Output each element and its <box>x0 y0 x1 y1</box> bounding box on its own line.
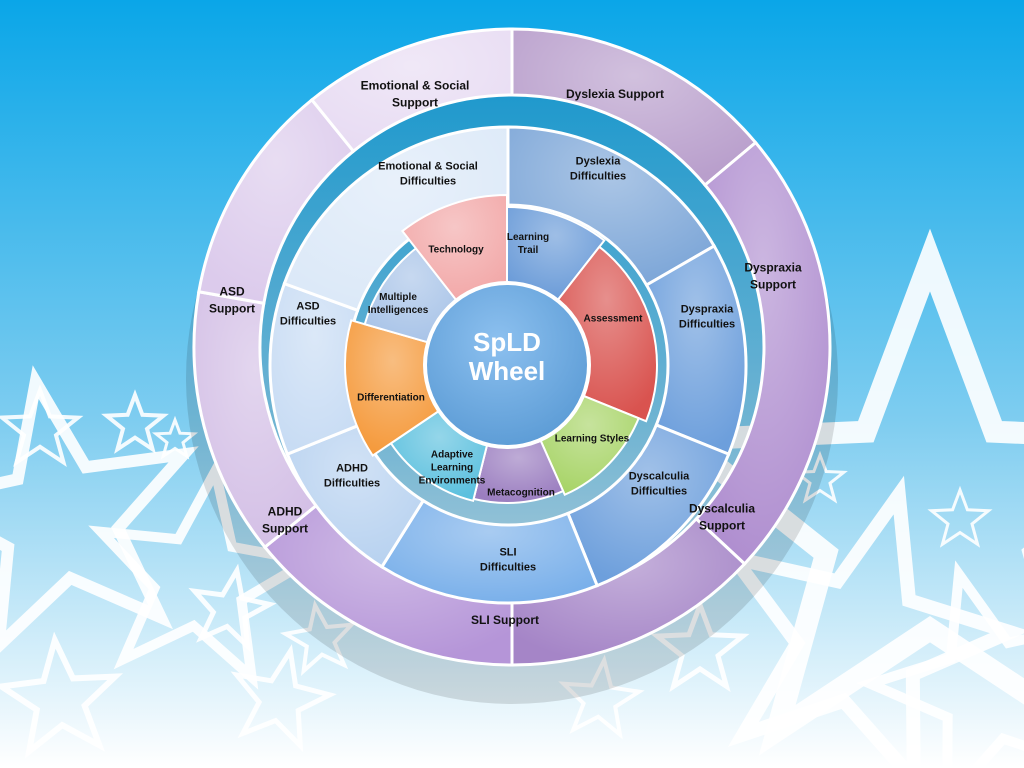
middle-segment-emotional-social-difficulties-label-line-1: Emotional & Social <box>378 160 478 172</box>
middle-segment-dyslexia-difficulties-label-line-2: Difficulties <box>570 170 626 182</box>
middle-segment-adhd-difficulties-label-line-2: Difficulties <box>324 477 380 489</box>
outer-segment-emotional-social-support-label-line-1: Emotional & Social <box>361 79 470 93</box>
wheel-labels: Dyslexia SupportDyspraxiaSupportDyscalcu… <box>209 79 802 628</box>
inner-segment-adaptive-learning-environments-label-line-1: Adaptive <box>431 450 474 461</box>
inner-segment-assessment-gloss <box>556 246 657 422</box>
star-outline-icon <box>558 654 645 740</box>
outer-segment-dyslexia-support-gloss <box>512 29 756 186</box>
outer-segment-sli-support-label-line-1: SLI Support <box>471 613 539 627</box>
outer-segment-asd-support-gloss <box>198 99 354 304</box>
middle-segment-asd-difficulties-gloss <box>270 283 360 455</box>
outer-segment-adhd-support-label-line-2: Support <box>262 522 308 536</box>
outer-segment-emotional-social-support-gloss <box>311 28 512 152</box>
inner-segment-metacognition-label-line-1: Metacognition <box>487 488 555 499</box>
outer-segment-dyscalculia-support-gloss <box>512 518 745 665</box>
outer-segment-emotional-social-support-label-line-2: Support <box>392 96 438 110</box>
star-outline-icon <box>151 415 199 460</box>
inner-segment-assessment-label-line-1: Assessment <box>584 314 644 325</box>
star-outline-icon <box>279 599 357 676</box>
star-outline-icon <box>650 597 750 693</box>
middle-segment-adhd-difficulties-gloss <box>287 424 424 567</box>
inner-segment-multiple-intelligences-gloss <box>364 248 458 343</box>
outer-segment-adhd-support-gloss <box>193 291 317 548</box>
star-outline-icon <box>0 384 84 468</box>
star-outline-icon <box>652 228 1024 756</box>
center-title-line-1: SpLD <box>473 327 541 357</box>
outer-segment-dyscalculia-support-label-line-2: Support <box>699 519 745 533</box>
middle-segment-sli-difficulties-label-line-2: Difficulties <box>480 561 536 573</box>
middle-segment-dyscalculia-difficulties-gloss <box>567 424 729 586</box>
inner-segment-technology-gloss <box>402 195 507 302</box>
middle-ring <box>268 125 748 605</box>
star-outline-icon <box>101 389 169 454</box>
outer-segment-sli-support-gloss <box>264 505 512 665</box>
outer-segment-dyspraxia-support-gloss <box>696 142 830 564</box>
middle-segment-dyspraxia-difficulties-label-line-1: Dyspraxia <box>681 303 734 315</box>
outer-segment-dyscalculia-support-label-line-1: Dyscalculia <box>689 502 755 516</box>
inner-segment-learning-styles-label-line-1: Learning Styles <box>555 434 630 445</box>
center-title-line-2: Wheel <box>469 356 546 386</box>
inner-ring <box>344 193 658 504</box>
middle-segment-emotional-social-difficulties-gloss <box>284 127 508 311</box>
middle-segment-adhd-difficulties-label-line-1: ADHD <box>336 462 368 474</box>
outer-segment-dyslexia-support-label-line-1: Dyslexia Support <box>566 87 664 101</box>
middle-segment-asd-difficulties-label-line-2: Difficulties <box>280 315 336 327</box>
middle-segment-emotional-social-difficulties-label-line-2: Difficulties <box>400 175 456 187</box>
star-outline-icon <box>855 560 1024 768</box>
inner-segment-multiple-intelligences-label-line-1: Multiple <box>379 292 417 303</box>
middle-segment-dyscalculia-difficulties-label-line-1: Dyscalculia <box>629 470 690 482</box>
star-outline-icon <box>0 631 124 759</box>
middle-segment-dyspraxia-difficulties-gloss <box>646 246 746 455</box>
inner-segment-differentiation-gloss <box>344 320 441 456</box>
inner-segment-learning-trail-label-line-2: Trail <box>518 245 539 256</box>
middle-segment-dyslexia-difficulties-gloss <box>508 127 715 285</box>
middle-segment-dyslexia-difficulties-label-line-1: Dyslexia <box>576 155 622 167</box>
center-hub: SpLD Wheel <box>423 281 591 449</box>
outer-segment-adhd-support-label-line-1: ADHD <box>268 505 303 519</box>
outer-segment-dyspraxia-support-label-line-2: Support <box>750 278 796 292</box>
middle-segment-asd-difficulties-label-line-1: ASD <box>296 300 319 312</box>
inner-segment-learning-trail-label-line-1: Learning <box>507 232 549 243</box>
inner-segment-metacognition-gloss <box>473 438 564 503</box>
inner-segment-adaptive-learning-environments-label-line-3: Environments <box>419 476 486 487</box>
middle-segment-sli-difficulties-gloss <box>381 500 598 603</box>
outer-segment-asd-support-label-line-2: Support <box>209 302 255 316</box>
middle-segment-sli-difficulties-label-line-1: SLI <box>499 546 516 558</box>
outer-ring <box>192 27 832 667</box>
star-outline-icon <box>188 563 277 653</box>
outer-segment-asd-support-label-line-1: ASD <box>219 285 245 299</box>
inner-segment-differentiation-label-line-1: Differentiation <box>357 393 425 404</box>
middle-segment-dyspraxia-difficulties-label-line-2: Difficulties <box>679 318 735 330</box>
inner-segment-adaptive-learning-environments-label-line-2: Learning <box>431 463 473 474</box>
middle-segment-dyscalculia-difficulties-label-line-2: Difficulties <box>631 485 687 497</box>
inner-segment-learning-styles-gloss <box>539 394 639 495</box>
inner-segment-technology-label-line-1: Technology <box>428 245 484 256</box>
star-outline-icon <box>717 475 1024 768</box>
inner-segment-learning-trail-gloss <box>507 207 605 302</box>
inner-segment-multiple-intelligences-label-line-2: Intelligences <box>368 305 429 316</box>
star-outline-icon <box>0 365 199 653</box>
star-outline-icon <box>230 644 337 753</box>
star-outline-icon <box>927 485 993 548</box>
outer-segment-dyspraxia-support-label-line-1: Dyspraxia <box>744 261 802 275</box>
